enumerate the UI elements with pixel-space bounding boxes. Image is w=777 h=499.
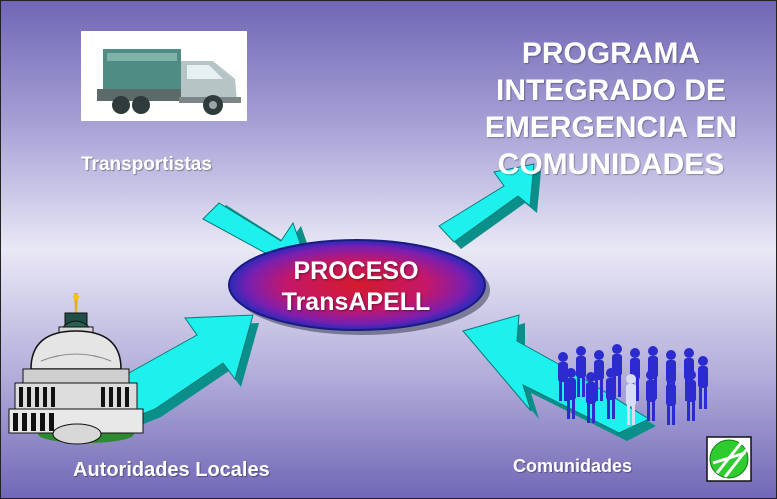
organization-logo-icon xyxy=(706,436,752,482)
autoridades-locales-label: Autoridades Locales xyxy=(73,459,270,481)
title-line-1: PROGRAMA xyxy=(521,37,701,70)
transportistas-label: Transportistas xyxy=(81,154,212,175)
arrow-from-autoridades xyxy=(124,314,259,429)
proceso-label: PROCESO TransAPELL xyxy=(241,256,471,318)
truck-icon xyxy=(81,31,247,121)
proceso-line-2: TransAPELL xyxy=(281,288,431,316)
crowd-icon xyxy=(558,344,708,425)
proceso-oval xyxy=(228,239,490,335)
program-title: PROGRAMA INTEGRADO DE EMERGENCIA EN COMU… xyxy=(461,35,761,183)
title-line-4: COMUNIDADES xyxy=(497,148,725,181)
title-line-2: INTEGRADO DE xyxy=(495,74,726,107)
title-line-3: EMERGENCIA EN xyxy=(484,111,738,144)
capitol-building-icon xyxy=(8,293,144,445)
arrow-to-programa xyxy=(438,163,541,249)
proceso-line-1: PROCESO xyxy=(293,257,419,285)
comunidades-label: Comunidades xyxy=(513,456,633,476)
